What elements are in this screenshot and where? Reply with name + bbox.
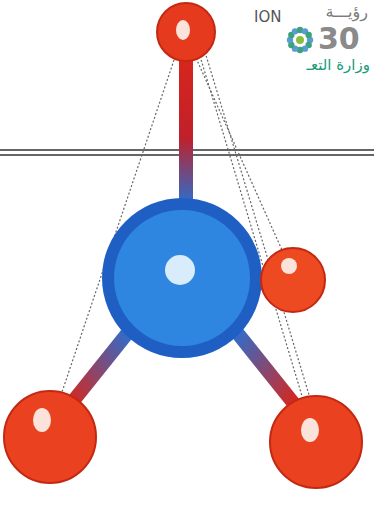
vision-number: 30 xyxy=(318,24,360,54)
logo-emblem xyxy=(287,27,313,53)
ministry-name: وزارة التعـ xyxy=(307,58,370,73)
emblem-petal xyxy=(305,32,311,38)
emblem-core xyxy=(296,36,304,44)
tetrahedron-edges xyxy=(62,52,310,398)
bonds xyxy=(70,55,295,405)
outer-atoms xyxy=(4,3,362,488)
vision-word: رؤيـــة xyxy=(325,4,368,20)
central-atom xyxy=(102,198,262,358)
vision-word: ION xyxy=(254,10,281,25)
